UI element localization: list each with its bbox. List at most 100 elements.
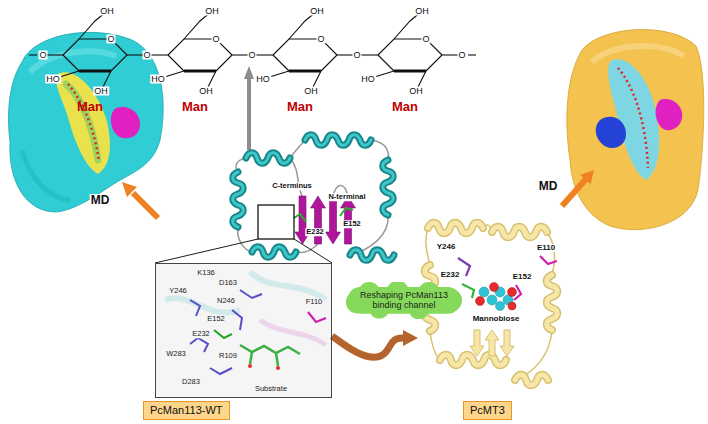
residue-stick (210, 368, 232, 374)
pointer-arrowhead (244, 66, 254, 79)
residue-stick (340, 208, 353, 216)
faded-ribbon (250, 272, 326, 300)
carbon-atom (487, 295, 497, 305)
md-arrowhead (122, 182, 137, 197)
residue-patch (656, 99, 683, 130)
atom-label: HO (255, 75, 271, 84)
residue-stick (190, 338, 208, 352)
helix (305, 135, 371, 146)
oxygen-atom (490, 283, 499, 292)
residue-label: E110 (536, 244, 556, 252)
residue-label: F110 (305, 298, 324, 306)
residue-label: K136 (196, 269, 216, 277)
atom-label: OH (303, 87, 319, 96)
residue-label: E152 (342, 220, 362, 228)
oxygen-atom (248, 364, 252, 368)
oxygen-atom (476, 297, 485, 306)
atom-label: HO (150, 75, 166, 84)
residue-stick (462, 284, 474, 298)
atom-label: O (38, 51, 47, 60)
variant-tag: PcMT3 (463, 401, 512, 420)
chemical-bond (168, 55, 184, 71)
helix (350, 250, 394, 261)
atom-label: O (211, 35, 220, 44)
helix (246, 153, 290, 164)
protein-surface (567, 30, 704, 230)
atom-label: OH (93, 87, 109, 96)
residue-label: Mannobiose (472, 315, 521, 323)
atom-label: HO (45, 75, 61, 84)
mt3-cartoon (425, 223, 558, 386)
md-arrow (562, 179, 586, 206)
protein-cartoon (155, 135, 394, 263)
residue-stick (308, 312, 326, 322)
residue-patch (596, 117, 626, 148)
binding-groove (56, 72, 110, 174)
atom-label: O (142, 51, 151, 60)
chemical-bond (273, 55, 289, 71)
residue-stick (540, 256, 557, 264)
helix (440, 355, 506, 366)
residue-label: E152 (206, 315, 226, 323)
atom-label: OH (309, 7, 325, 16)
helix (428, 223, 483, 234)
md-arrowhead (580, 170, 594, 184)
method-label: MD (538, 180, 559, 192)
residue-stick (190, 300, 200, 316)
loop (290, 140, 305, 158)
tag-text: PcMT3 (470, 404, 505, 417)
pointer-arrow (247, 78, 251, 150)
residue-label: D163 (218, 279, 238, 287)
oxygen-atom (508, 302, 516, 310)
atom-label: O (457, 51, 466, 60)
md-arrow (133, 193, 158, 218)
substrate-stick (240, 345, 300, 354)
residue-label: D283 (181, 378, 201, 386)
helix (440, 355, 506, 366)
residue-label: W283 (165, 350, 187, 358)
residue-label: E152 (512, 273, 533, 281)
zoom-line (155, 239, 258, 263)
beta-strand (311, 196, 326, 244)
loop (547, 232, 555, 275)
chemical-bond (426, 55, 442, 71)
helix (428, 223, 483, 234)
surface-wt (9, 32, 164, 212)
helix (305, 135, 371, 146)
helix (233, 172, 244, 227)
active-site-inset: K136D163Y246N246F110E152E232R109W283D283… (155, 263, 332, 398)
loop (238, 227, 252, 252)
zoom-box (258, 205, 294, 239)
chemical-bond (273, 39, 337, 55)
chemical-bond (216, 55, 232, 71)
atom-label: O (421, 35, 430, 44)
residue-label: C-terminus (271, 182, 313, 190)
tag-text: PcMan113-WT (150, 404, 223, 417)
mannan-structure (29, 11, 476, 91)
atom-label: O (106, 35, 115, 44)
helix (515, 375, 548, 386)
residue-label: E232 (191, 330, 211, 338)
oxygen-atom (276, 366, 280, 370)
substrate-trace (618, 68, 648, 168)
residue-label: N246 (216, 297, 236, 305)
surface-shading (30, 51, 116, 72)
atom-label: O (247, 51, 256, 60)
residue-stick (240, 290, 262, 298)
helix (547, 275, 558, 330)
helix (492, 227, 547, 238)
chemical-bond (378, 55, 394, 71)
residue-label: E232 (440, 271, 461, 279)
atom-label: OH (414, 7, 430, 16)
atom-label: OH (99, 7, 115, 16)
beta-strand (326, 196, 341, 244)
chemical-bond (394, 70, 426, 73)
beta-strand (500, 330, 514, 356)
sugar-unit-label: Man (286, 100, 314, 113)
helix (547, 275, 558, 330)
chemical-bond (29, 54, 37, 55)
mutant-structure: Y246E232E152E110Mannobiose (418, 215, 563, 395)
residue-label: E232 (305, 228, 325, 236)
residue-label: Y246 (168, 287, 188, 295)
